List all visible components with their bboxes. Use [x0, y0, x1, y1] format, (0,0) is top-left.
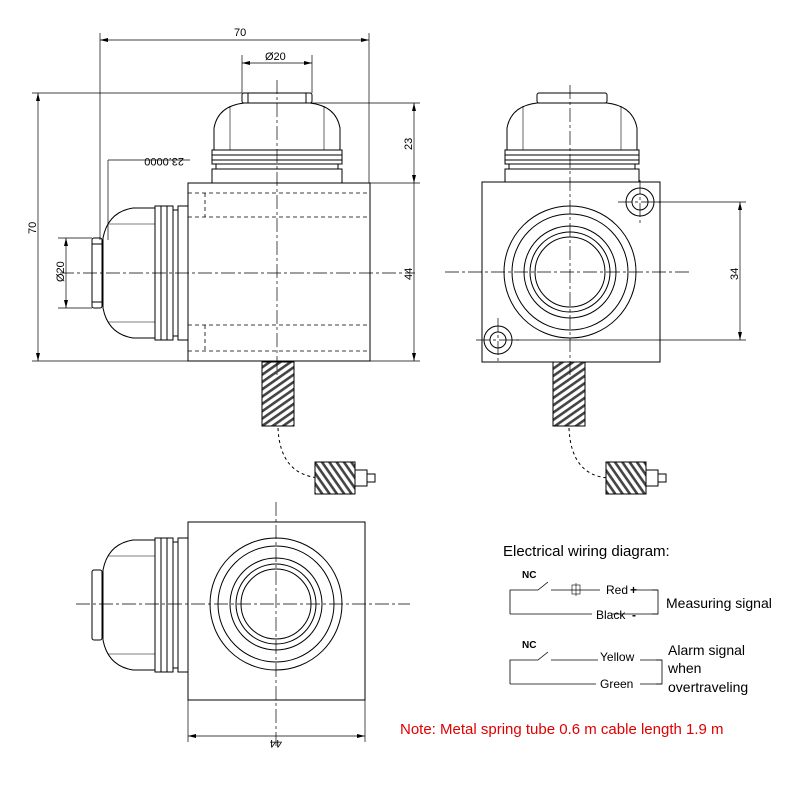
alarm-circuit [509, 651, 663, 685]
side-center-lines [445, 85, 690, 375]
side-spring-end [605, 461, 647, 495]
dim-right-height: 23 [403, 138, 415, 150]
front-body [187, 182, 371, 362]
front-center-lines [60, 80, 415, 375]
dim-left-diameter: Ø20 [55, 261, 67, 282]
black-minus-sign: - [632, 608, 636, 622]
side-dimension-arrows [738, 202, 742, 340]
front-cable-path [277, 427, 321, 479]
wiring-title: Electrical wiring diagram: [503, 543, 670, 560]
alarm-signal-line1: Alarm signal [668, 642, 745, 658]
dim-side-height: 34 [729, 268, 741, 280]
front-spring-tube [261, 361, 295, 427]
top-dimension-lines [187, 700, 366, 742]
dim-rotated-reference: 23.0000 [144, 155, 184, 167]
green-wire-label: Green [600, 677, 633, 691]
top-center-lines [76, 502, 410, 746]
measuring-signal-label: Measuring signal [666, 595, 772, 611]
dim-mid-height: 44 [403, 268, 415, 280]
cable-note: Note: Metal spring tube 0.6 m cable leng… [400, 721, 724, 738]
top-dimension-arrows [188, 734, 365, 738]
red-plus-sign: + [630, 583, 637, 597]
front-view [60, 80, 415, 495]
dim-top-diameter: Ø20 [265, 51, 286, 63]
side-top-cap [504, 92, 640, 183]
measuring-circuit [509, 581, 659, 615]
top-body [187, 521, 366, 701]
black-wire-label: Black [596, 608, 626, 622]
top-left-cap [91, 537, 189, 673]
yellow-wire-label: Yellow [600, 650, 635, 664]
wiring-diagram: Electrical wiring diagram: NC Red + Blac… [503, 543, 772, 695]
front-dimension-lines [32, 33, 420, 362]
dim-top-width: 70 [234, 27, 246, 39]
alarm-signal-line2: when [667, 660, 701, 676]
side-view [445, 85, 690, 495]
front-spring-end [314, 461, 356, 495]
front-dimension-arrows [36, 38, 416, 361]
dim-left-height: 70 [27, 222, 39, 234]
side-spring-tube [552, 361, 586, 427]
front-hidden-lines [188, 192, 370, 352]
side-cable-path [568, 427, 609, 479]
dim-bottom-width: 44 [270, 737, 282, 749]
alarm-signal-line3: overtraveling [668, 679, 748, 695]
red-wire-label: Red [606, 583, 628, 597]
nc-label-measuring: NC [522, 570, 536, 581]
top-view [76, 502, 410, 746]
side-dimension-lines [512, 201, 746, 341]
nc-label-alarm: NC [522, 640, 536, 651]
